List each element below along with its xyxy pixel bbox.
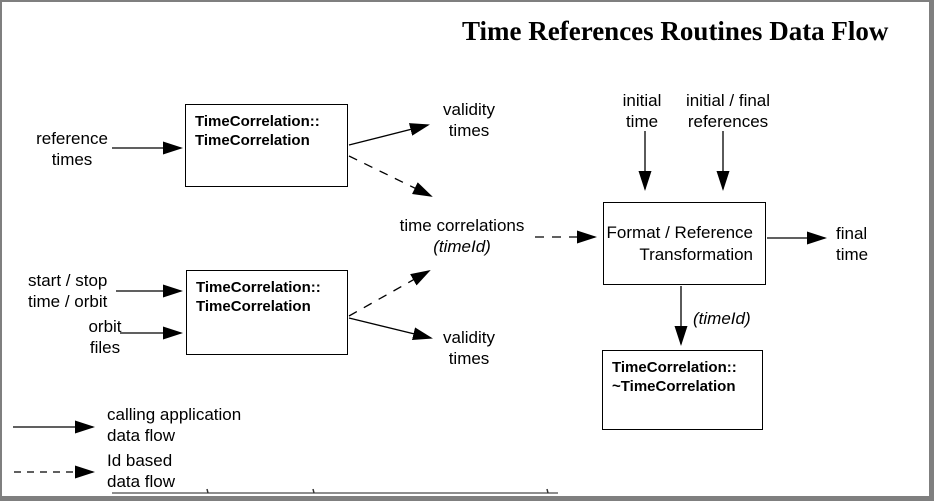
label-format-output-timeid: (timeId)	[693, 309, 751, 328]
legend-solid-label: calling application data flow	[107, 405, 242, 445]
node-timecorrelation-destructor: TimeCorrelation:: ~TimeCorrelation	[602, 350, 763, 430]
diagram-title: Time References Routines Data Flow	[462, 16, 889, 46]
label-validity-times-top: validity times	[443, 100, 495, 140]
bottom-crop-artifact-tick	[312, 488, 315, 494]
bottom-crop-artifact-tick	[546, 488, 549, 494]
label-final-time: final time	[836, 224, 869, 264]
label-initial-final-references: initial / final references	[685, 91, 771, 131]
label-time-correlations-timeid: (timeId)	[433, 237, 491, 256]
node-timecorrelation-constructor-bottom: TimeCorrelation:: TimeCorrelation	[186, 270, 348, 355]
arrow-ctor-bottom-to-validity-times	[348, 317, 433, 341]
arrow-ctor-top-to-time-correlations-dashed	[348, 155, 433, 197]
label-reference-times: reference times	[36, 129, 108, 169]
label-time-correlations: time correlations	[399, 216, 525, 235]
label-initial-time: initial time	[622, 91, 662, 131]
arrow-ctor-bottom-to-time-correlations-dashed	[348, 270, 431, 317]
node-timecorrelation-constructor-top: TimeCorrelation:: TimeCorrelation	[185, 104, 348, 187]
label-start-stop-time-orbit: start / stop time / orbit	[28, 271, 108, 311]
label-validity-times-bottom: validity times	[443, 328, 495, 368]
bottom-crop-artifact-tick	[206, 488, 209, 494]
arrow-ctor-top-to-validity-times	[348, 123, 430, 146]
label-orbit-files: orbit files	[88, 317, 122, 357]
node-format-reference-transformation: Format / Reference Transformation	[603, 202, 766, 285]
legend-dashed-label: Id based data flow	[107, 451, 176, 491]
